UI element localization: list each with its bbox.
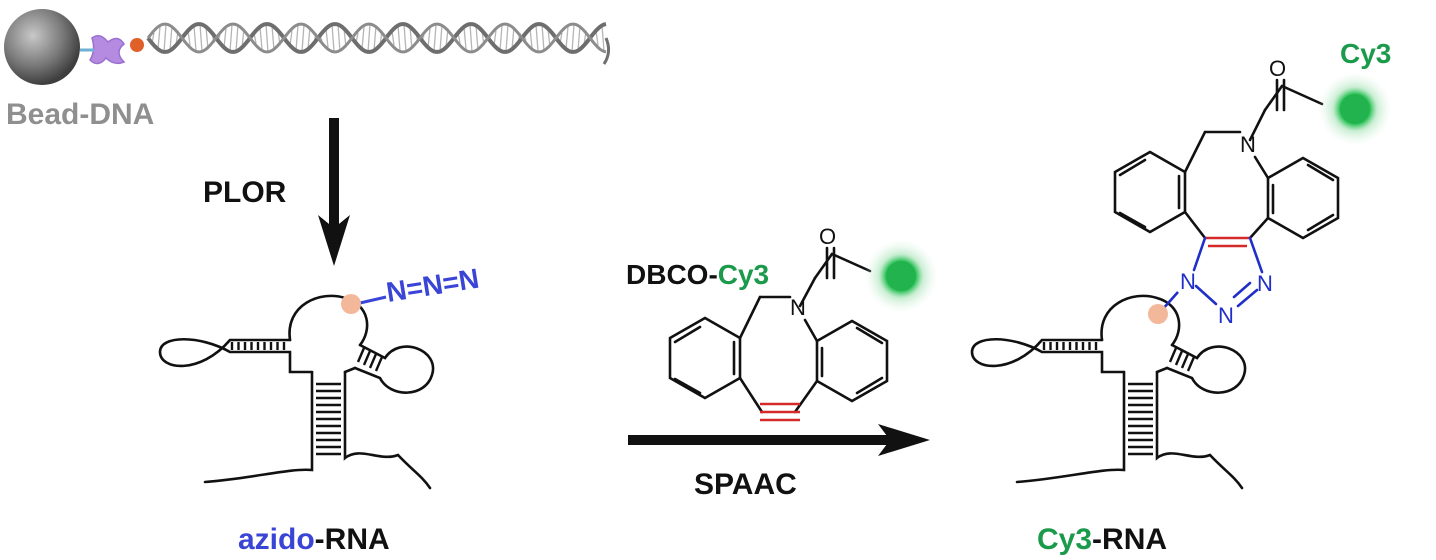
spaac-arrow-head bbox=[878, 424, 930, 456]
dbco-cy3-label: DBCO-Cy3 bbox=[626, 259, 769, 290]
dbco-cy3-reagent: DBCO-Cy3 bbox=[626, 224, 938, 422]
spaac-arrow-shaft bbox=[628, 435, 898, 445]
dbco-prefix: DBCO- bbox=[626, 259, 718, 290]
azido-rna-label: azido-RNA bbox=[238, 523, 390, 556]
dibenzo-ring bbox=[1113, 78, 1340, 240]
triazole-n2-atom: N bbox=[1218, 303, 1234, 328]
triazole-alkene bbox=[1205, 236, 1250, 248]
biotin bbox=[130, 38, 144, 52]
cy3-rna-product: N O N N N Cy3 Cy3-RNA bbox=[970, 38, 1392, 556]
plor-label: PLOR bbox=[203, 176, 287, 209]
product-n-atom: N bbox=[1240, 132, 1256, 157]
bead-dna-label: Bead-DNA bbox=[6, 98, 154, 131]
bead bbox=[4, 9, 80, 85]
rna-structure-product bbox=[970, 294, 1247, 490]
dna-double-helix bbox=[146, 22, 611, 65]
plor-arrow-head bbox=[318, 215, 350, 266]
rna-suffix: -RNA bbox=[315, 523, 390, 556]
spaac-step: SPAAC bbox=[628, 424, 930, 501]
azide-group: N=N=N bbox=[384, 263, 481, 308]
dbco-cy3-suffix: Cy3 bbox=[718, 259, 769, 290]
azido-rna: N=N=N azido-RNA bbox=[158, 263, 481, 556]
modified-nucleotide bbox=[341, 294, 361, 314]
spaac-label: SPAAC bbox=[694, 468, 797, 501]
plor-step: PLOR bbox=[203, 118, 350, 266]
cy3-prefix: Cy3 bbox=[1037, 523, 1092, 556]
rna-suffix-product: -RNA bbox=[1092, 523, 1167, 556]
azido-prefix: azido bbox=[238, 523, 315, 556]
streptavidin bbox=[89, 35, 126, 65]
product-o-atom: O bbox=[1269, 56, 1286, 81]
dbco-o-atom: O bbox=[819, 224, 836, 249]
cy3-rna-label: Cy3-RNA bbox=[1037, 523, 1167, 556]
rna-structure bbox=[158, 294, 435, 490]
dbco-n-atom: N bbox=[790, 295, 806, 320]
triazole-n1-atom: N bbox=[1180, 269, 1196, 294]
plor-arrow-shaft bbox=[329, 118, 339, 233]
triazole-ring bbox=[1192, 236, 1264, 308]
dbco-structure bbox=[668, 246, 889, 414]
triazole-n3-atom: N bbox=[1257, 271, 1273, 296]
cy3-label-product: Cy3 bbox=[1340, 38, 1391, 69]
modified-nucleotide-product bbox=[1148, 304, 1168, 324]
alkyne-bond bbox=[760, 402, 800, 422]
bead-dna-construct: Bead-DNA bbox=[4, 9, 611, 131]
